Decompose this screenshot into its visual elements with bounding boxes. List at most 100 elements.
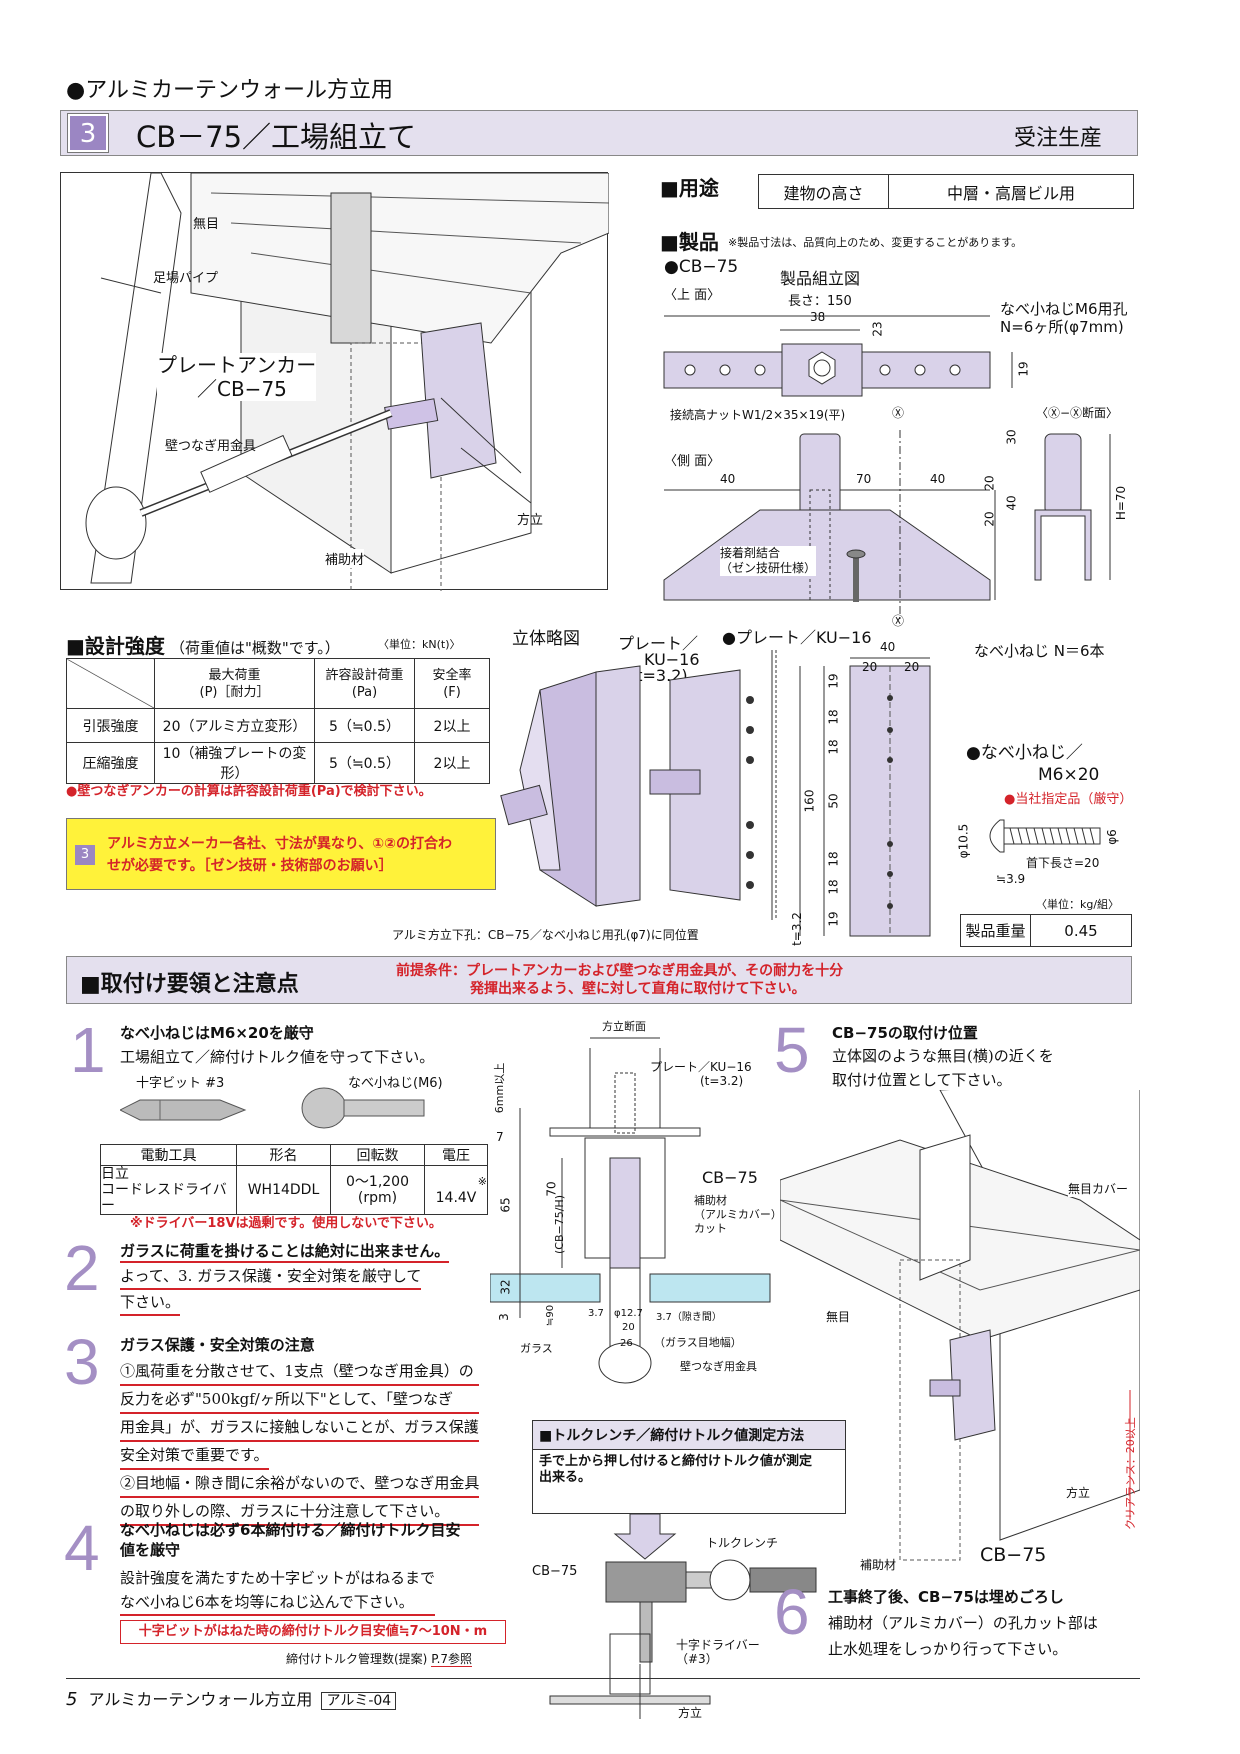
section-drawing-svg: [489, 1037, 771, 1384]
dim-30: 30: [1004, 429, 1019, 445]
plate-d40: 40: [880, 640, 896, 654]
plate-v19b: 19: [826, 911, 841, 927]
category-label: ●アルミカーテンウォール方立用: [66, 78, 393, 103]
page-title: CB－75／工場組立て: [136, 120, 417, 154]
section-plate-label: プレート／KU−16: [650, 1060, 752, 1074]
stereo-drawing: [500, 650, 800, 920]
plate-anchor-line1: プレートアンカー: [157, 353, 317, 377]
driver-2: （#3）: [676, 1652, 718, 1666]
driver-1: 十字ドライバー: [676, 1638, 760, 1652]
torque-body-1: 手で上から押し付けると締付けトルク値が測定: [539, 1454, 813, 1469]
hole-note-1: なべ小ねじM6用孔: [1000, 300, 1128, 318]
label-plate-anchor: プレートアンカー ／CB−75: [157, 353, 317, 401]
plate-v18c: 18: [826, 851, 841, 867]
dim-38: 38: [810, 310, 826, 324]
plate-title: ●プレート／KU−16: [722, 628, 872, 647]
screw-label: なべ小ねじ(M6): [348, 1076, 443, 1091]
plate-anchor-line2: ／CB−75: [197, 377, 287, 401]
th-safety: 安全率(F): [414, 658, 490, 709]
step3-line: の取り外しの際、ガラスに十分注意して下さい。: [120, 1498, 480, 1526]
strength-subtitle: （荷重値は"概数"です。）: [170, 639, 340, 657]
torque-ref-page[interactable]: P.7参照: [431, 1652, 473, 1667]
torque-wrench-label: トルクレンチ: [706, 1536, 779, 1550]
step5-line2: 取付け位置として下さい。: [832, 1071, 1012, 1089]
section-d127: φ12.7: [614, 1308, 643, 1319]
weight-label: 製品重量: [960, 914, 1031, 947]
plate-d160: 160: [802, 789, 817, 813]
stereo-plate: プレート／: [618, 634, 699, 653]
nut-label: 接続高ナットW1/2×35×19(平): [670, 408, 846, 422]
notice-line2: せが必要です。［ゼン技研・技術部のお願い］: [107, 858, 393, 874]
dim-40b: 40: [930, 472, 946, 486]
dim-19: 19: [1016, 361, 1031, 377]
plate-v18b: 18: [826, 739, 841, 755]
section-d90: ≒90: [545, 1304, 557, 1327]
torque-ref-text: 締付けトルク管理数(提案): [286, 1652, 428, 1666]
section-joint: （ガラス目地幅）: [654, 1336, 742, 1349]
screw-title-1: ●なべ小ねじ／: [966, 743, 1083, 763]
dim-20a: 20: [982, 475, 997, 491]
dim-40a: 40: [720, 472, 736, 486]
step6-line1: 補助材（アルミカバー）の孔カット部は: [828, 1614, 1098, 1632]
step3-line: 安全対策で重要です。: [120, 1442, 269, 1470]
torque-cb75-label: CB−75: [532, 1564, 578, 1579]
section-dh: (CB−75/H): [553, 1194, 567, 1255]
dim-23: 23: [870, 321, 885, 337]
screw-photo-svg: [301, 1087, 425, 1129]
th-volt: 電圧: [424, 1144, 488, 1166]
step1-body: 工場組立て／締付けトルク値を守って下さい。: [120, 1048, 435, 1066]
torque-box: ■トルクレンチ／締付けトルク値測定方法 手で上から押し付けると締付けトルク値が測…: [532, 1420, 846, 1514]
torque-body-2: 出来る。: [539, 1470, 592, 1485]
product-note: ※製品寸法は、品質向上のため、変更することがあります。: [728, 236, 1023, 249]
step6-body: 補助材（アルミカバー）の孔カット部は 止水処理をしっかり行って下さい。: [828, 1610, 1098, 1662]
anchor-illustration: 無目 足場パイプ プレートアンカー ／CB−75 壁つなぎ用金具 補助材 方立: [60, 172, 610, 654]
anchor-illustration-svg: [85, 172, 610, 654]
step4-title-1: なべ小ねじは必ず6本締付ける／締付けトルク目安: [120, 1521, 461, 1539]
step4-body: 設計強度を満たすため十字ビットがはねるまで なべ小ねじ6本を均等にねじ込んで下さ…: [120, 1566, 436, 1616]
dim-40c: 40: [1004, 495, 1019, 511]
section-glass: ガラス: [520, 1342, 553, 1355]
notice-line1: アルミ方立メーカー各社、寸法が異なり、①②の打合わ: [107, 836, 453, 852]
row-name: 圧縮強度: [66, 742, 155, 784]
step2-number: 2: [64, 1232, 100, 1304]
step1-title: なべ小ねじはM6×20を厳守: [120, 1024, 314, 1042]
step4-number: 4: [64, 1512, 100, 1584]
row-max: 20（アルミ方立変形）: [154, 708, 315, 743]
torque-box-body: 手で上から押し付けると締付けトルク値が測定 出来る。: [533, 1450, 845, 1490]
section-number: 3: [79, 119, 97, 149]
usage-table: 建物の高さ 中層・高層ビル用: [758, 174, 1134, 209]
step2-line1: よって、3. ガラス保護・安全対策を厳守して: [120, 1264, 422, 1290]
section-d65: 65: [498, 1197, 513, 1213]
install-position-drawing: 無目カバー 無目 方立 補助材 CB−75 クリアランス：20以上: [779, 1079, 1141, 1590]
th-model: 形名: [236, 1144, 331, 1166]
section-d26: 26: [620, 1338, 633, 1349]
notice-badge: 3: [75, 845, 95, 865]
row-f: 2以上: [414, 742, 490, 784]
notice-text: アルミ方立メーカー各社、寸法が異なり、①②の打合わ せが必要です。［ゼン技研・技…: [107, 833, 452, 877]
product-model: ●CB−75: [664, 257, 739, 277]
step2-line2: 下さい。: [120, 1290, 181, 1316]
torque-ref: 締付けトルク管理数(提案) P.7参照: [286, 1650, 473, 1667]
section-d6: 6mm以上: [493, 1062, 507, 1114]
section-aux-3: カット: [694, 1222, 727, 1235]
step1-note: ※ドライバー18Vは過剰です。使用しないで下さい。: [130, 1216, 442, 1231]
step4-title: なべ小ねじは必ず6本締付ける／締付けトルク目安 値を厳守: [120, 1520, 460, 1560]
strength-heading: ■設計強度 （荷重値は"概数"です。）: [66, 630, 340, 659]
hole-note-2: N=6ヶ所(φ7mm): [1000, 318, 1124, 336]
section-aux: 補助材 （アルミカバー） カット: [694, 1194, 782, 1236]
install-premise: 前提条件：プレートアンカーおよび壁つなぎ用金具が、その耐力を十分 発揮出来るよう…: [396, 962, 843, 998]
hole-note: なべ小ねじM6用孔 N=6ヶ所(φ7mm): [1000, 300, 1128, 336]
plate-drawing: 40 20 20 19 18 18 50 18 18 19 160 t=3.2: [780, 640, 960, 950]
th-tool: 電動工具: [100, 1144, 237, 1166]
footer-rule: [66, 1678, 1140, 1679]
dim-h70: H=70: [1114, 485, 1129, 521]
section-d37a: 3.7: [588, 1308, 604, 1319]
bit-image: [118, 1090, 250, 1130]
step5-number: 5: [774, 1014, 810, 1086]
section-d3: 3: [496, 1313, 511, 1321]
step5-line1: 立体図のような無目(横)の近くを: [832, 1047, 1054, 1065]
usage-heading: ■用途: [660, 176, 719, 200]
dim-20b: 20: [982, 511, 997, 527]
order-type: 受注生産: [1014, 126, 1103, 151]
tool-rpm: 0〜1,200(rpm): [330, 1165, 425, 1215]
